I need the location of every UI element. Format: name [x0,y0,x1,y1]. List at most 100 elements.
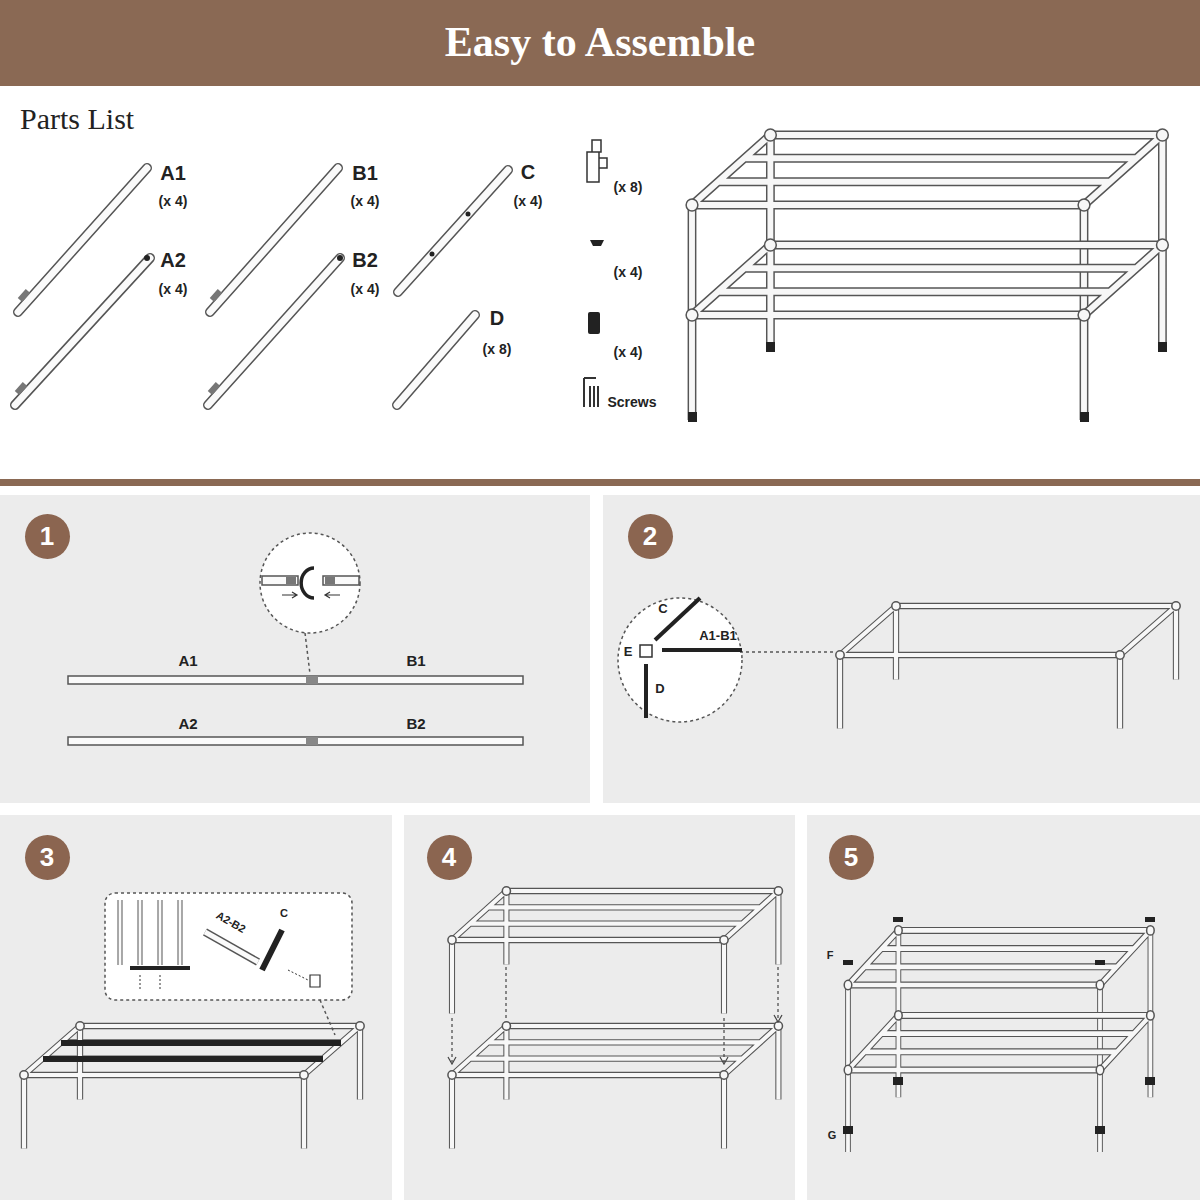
part-name: Screws [607,395,656,410]
zoom-leader [320,1000,335,1035]
shelf-tier [20,1022,364,1149]
shelf-frame [836,602,1180,729]
page-title: Easy to Assemble [445,19,755,65]
step-number: 4 [442,842,456,873]
step-number-circle: 4 [427,835,472,880]
shelf-tier [448,887,783,1014]
step5-illustration [843,917,1155,1152]
zoom-callout [105,893,352,1000]
part-name: A2 [178,716,197,733]
rack-foot [766,342,775,352]
quantity: (x 8) [614,180,643,195]
quantity: (x 4) [159,282,188,297]
quantity: (x 4) [351,194,380,209]
step1-illustration [68,533,523,745]
step-panel [404,815,795,1200]
part-name: A1-B1 [699,629,737,643]
part-name: B2 [352,249,378,271]
step-number-circle: 5 [829,835,874,880]
shelf-tier [844,1011,1154,1152]
part-name: B2 [406,716,425,733]
connector-ring [301,568,314,598]
tube-outline [15,168,508,405]
tube-sleeve [286,577,296,584]
step-panel [807,815,1200,1200]
step-number: 1 [40,521,54,552]
foot [1145,1077,1155,1085]
corner-connector-icon [587,140,607,182]
quantity: (x 4) [351,282,380,297]
quantity: (x 8) [483,342,512,357]
feet [843,1077,1155,1134]
rack-foot [1158,342,1167,352]
step-number-circle: 1 [25,514,70,559]
zoom-slats [120,900,180,965]
rack-tier [686,239,1168,420]
end-cap [843,960,853,965]
tube-joint [306,676,318,684]
tube-a2-b2 [68,737,523,745]
quantity: (x 4) [614,265,643,280]
arrow-head [448,1015,782,1064]
shelf-tier [844,926,1154,1067]
part-c-tube [262,930,282,970]
step-number-circle: 3 [25,835,70,880]
tube-hole [337,255,343,261]
part-name: D [490,307,504,329]
part-d-tube [644,664,648,718]
part-name: D [655,682,664,696]
part-a2-b2-tube [205,932,258,962]
part-c-tube [655,598,700,640]
tube-parts [15,168,508,405]
part-name: E [624,645,633,659]
hardware-icons [584,140,607,407]
part-a1-b1-tube [662,648,742,652]
step3-illustration [20,893,364,1149]
part-name: A1 [178,653,197,670]
tube-fill [15,168,508,405]
screw-icon [584,378,598,407]
assembly-arrow [288,970,308,980]
zoom-leader [305,633,310,674]
separator-bar [0,479,1200,486]
quantity: (x 4) [614,345,643,360]
part-name: C [280,907,288,919]
assembled-rack [686,129,1168,422]
part-name: A2 [160,249,186,271]
part-name: C [521,161,535,183]
step-number-circle: 2 [628,514,673,559]
end-cap [1145,917,1155,922]
end-cap [893,917,903,922]
tube-hole [144,255,150,261]
step-panel [0,815,392,1200]
slat-highlight [43,1043,341,1059]
part-name: A1 [160,162,186,184]
tube-sleeve [325,577,335,584]
push-arrow [282,592,340,598]
step-number: 3 [40,842,54,873]
foot [893,1077,903,1085]
part-name: B1 [352,162,378,184]
shelf-tier [448,1022,783,1149]
zoom-callout [618,598,742,722]
corner-connector [640,645,652,657]
step-number: 2 [643,521,657,552]
tube-end [262,576,298,585]
tube-hole [466,212,471,217]
tube-sleeve [17,291,220,393]
stack-arrow [452,967,778,1062]
quantity: (x 4) [159,194,188,209]
foot-icon [588,312,600,334]
zoom-leader [740,651,835,653]
zoom-slats [120,900,180,965]
step2-illustration [618,598,1180,729]
step-panel [0,495,590,803]
end-caps [843,917,1155,965]
step-panel [603,495,1200,803]
part-name: G [828,1129,837,1141]
tube-joint [306,737,318,745]
title-banner [0,0,1200,86]
part-name: C [658,602,667,616]
tube-end [323,576,359,585]
rack-tier [686,129,1168,310]
